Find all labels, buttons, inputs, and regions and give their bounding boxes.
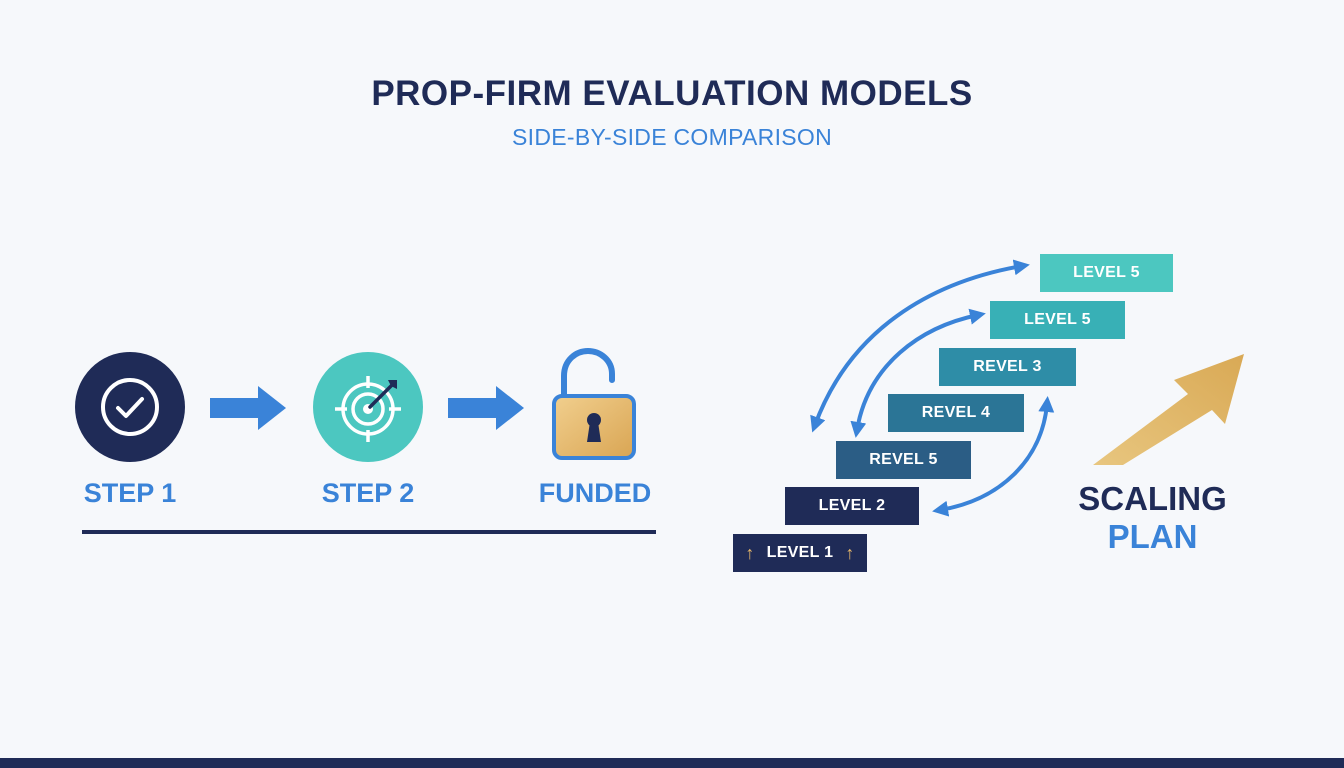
- unlocked-padlock-icon: [552, 348, 636, 460]
- scaling-title-line2: PLAN: [1107, 518, 1198, 555]
- page-title: PROP-FIRM EVALUATION MODELS: [371, 74, 973, 113]
- footer-bar: [0, 758, 1344, 768]
- flow-arrow-icon: [448, 386, 524, 430]
- stair-level: REVEL 4: [888, 394, 1024, 432]
- up-arrow-icon: ↑: [745, 542, 755, 563]
- flow-arrow-icon: [210, 386, 286, 430]
- growth-arrow-icon: [1093, 354, 1244, 465]
- stair-level: LEVEL 2: [785, 487, 919, 525]
- stair-level: LEVEL 5: [1040, 254, 1173, 292]
- cycle-arrow-icon: [932, 396, 1055, 517]
- step-label: STEP 2: [321, 478, 415, 508]
- scaling-plan-title: SCALING PLAN: [1060, 480, 1245, 556]
- step-label: STEP 1: [83, 478, 177, 508]
- check-circle-icon: [75, 352, 185, 462]
- target-icon: [313, 352, 423, 462]
- page-subtitle: SIDE-BY-SIDE COMPARISON: [511, 124, 833, 150]
- divider: [82, 530, 656, 534]
- cycle-arrow-icon: [850, 308, 986, 438]
- cycle-arrows: [810, 259, 1055, 517]
- stair-level: REVEL 5: [836, 441, 971, 479]
- stair-level: ↑ LEVEL 1 ↑: [733, 534, 867, 572]
- scaling-title-line1: SCALING: [1078, 480, 1227, 517]
- step-label: FUNDED: [538, 478, 652, 508]
- up-arrow-icon: ↑: [845, 542, 855, 563]
- stair-level: LEVEL 5: [990, 301, 1125, 339]
- stair-level: REVEL 3: [939, 348, 1076, 386]
